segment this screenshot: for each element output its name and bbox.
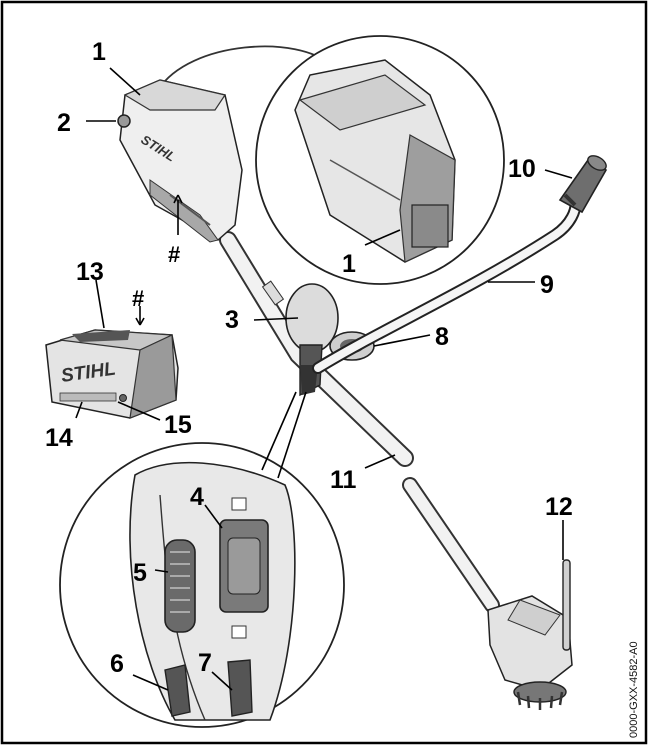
callout-7: 7 <box>198 649 212 677</box>
callout-4: 4 <box>190 483 204 511</box>
bike-handle <box>312 155 608 374</box>
handle-grip <box>558 155 608 214</box>
callout-hash-motor: # <box>168 242 180 267</box>
callout-2: 2 <box>57 109 71 137</box>
motor-housing: STIHL <box>117 79 243 243</box>
drive-tube <box>219 231 500 613</box>
inset-connector-left <box>261 391 297 471</box>
battery: STIHL <box>45 329 179 419</box>
callout-5: 5 <box>133 559 147 587</box>
callout-14: 14 <box>45 424 73 452</box>
inset-motor-detail <box>255 35 505 285</box>
callout-6: 6 <box>110 650 124 678</box>
callout-hash-battery: # <box>132 286 144 311</box>
callout-1-inset: 1 <box>342 250 356 278</box>
lock-symbol-bottom <box>231 625 247 639</box>
inset-connector-right <box>277 391 307 479</box>
thumb-wheel <box>164 539 196 633</box>
battery-charge-indicator <box>59 392 117 402</box>
safety-lever <box>164 664 191 717</box>
callout-8: 8 <box>435 323 449 351</box>
lock-symbol-top <box>231 497 247 511</box>
callout-9: 9 <box>540 271 554 299</box>
figure-code: 0000-GXX-4582-A0 <box>628 641 640 738</box>
battery-button <box>119 394 127 402</box>
inset-control-handle <box>59 442 345 728</box>
callout-1-motor: 1 <box>92 38 106 66</box>
callout-10: 10 <box>508 155 536 183</box>
mowing-head <box>487 595 573 710</box>
leader-lines <box>75 67 573 691</box>
trigger <box>227 659 253 717</box>
callout-3: 3 <box>225 306 239 334</box>
callout-13: 13 <box>76 258 104 286</box>
callout-15: 15 <box>164 411 192 439</box>
mounting-screw <box>117 114 131 128</box>
mowing-line <box>562 559 571 651</box>
callout-12: 12 <box>545 493 573 521</box>
callout-11: 11 <box>330 466 357 494</box>
